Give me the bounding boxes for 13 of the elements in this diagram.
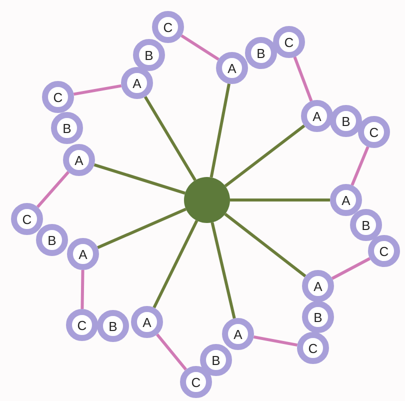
connector-line [224,212,306,278]
connector-line [350,146,370,186]
connector-line [80,270,84,310]
connector-line [97,208,187,249]
connector-line [230,198,330,202]
connector-line [210,83,230,178]
connector-line [156,333,188,371]
connector-line [253,335,298,347]
connector-line [152,220,198,308]
connector-line [210,222,236,319]
connector-line [94,163,186,195]
connector-line [293,56,313,102]
connector-line [74,84,122,96]
